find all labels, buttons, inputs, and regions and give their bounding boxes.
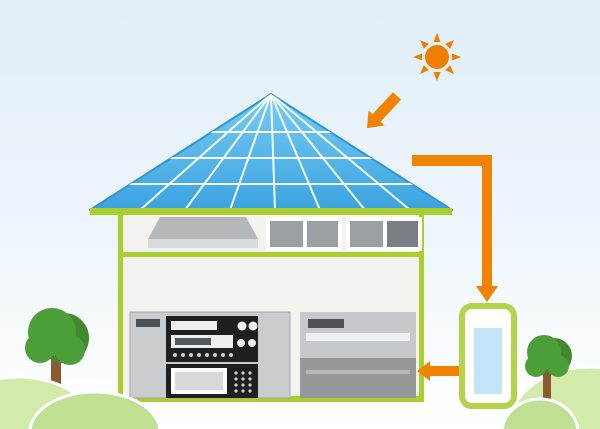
window-pane [387,221,418,247]
wall-bottom-border [118,396,424,402]
battery-to-appliance-arrow [417,361,459,381]
window-pane [350,221,383,247]
tree-trunk [51,358,61,402]
microwave-window [175,372,223,390]
dishwasher-groove [306,370,410,374]
stove-knob [248,339,256,347]
solar-panel-roof [89,93,453,215]
stove-control-dots [173,353,233,357]
roof-panel-grid [90,94,452,210]
stove-readout [175,338,211,345]
cabinet-handle [136,319,160,327]
tree-canopy [525,355,547,377]
roof-eave [90,208,452,215]
house [118,215,424,402]
stove-display [171,321,217,330]
sun-icon [413,33,461,81]
window-pane [270,221,303,247]
wall-right-border [419,215,424,402]
left-bushes [0,375,162,429]
stove-unit [166,316,258,362]
sunlight-arrow [366,92,402,129]
left-tree [25,308,89,402]
stove-knob [248,321,258,331]
upstairs-window-right [346,217,422,251]
bush [28,390,162,429]
sun-rays [413,33,461,81]
right-tree [525,335,572,408]
wall-left-border [118,215,123,402]
tree-canopy [55,335,85,365]
range-hood [148,217,258,248]
storage-battery [459,303,517,409]
dishwasher-slot [306,333,410,341]
dishwasher-handle [308,319,344,328]
window-pane [307,221,338,247]
stove-knob [237,339,245,347]
tree-trunk [543,368,551,408]
roof-to-battery-arrow [412,155,498,302]
dishwasher [300,312,416,398]
microwave-control-dots [234,371,252,393]
battery-cell [474,328,502,394]
microwave-oven [166,364,258,398]
tree-canopy [547,355,569,377]
bush [500,397,580,429]
sun-disc [425,45,449,69]
tree-canopy [25,333,55,363]
floor-separator [118,252,424,257]
upstairs-window-left [266,217,342,251]
stove-knob [237,321,247,331]
